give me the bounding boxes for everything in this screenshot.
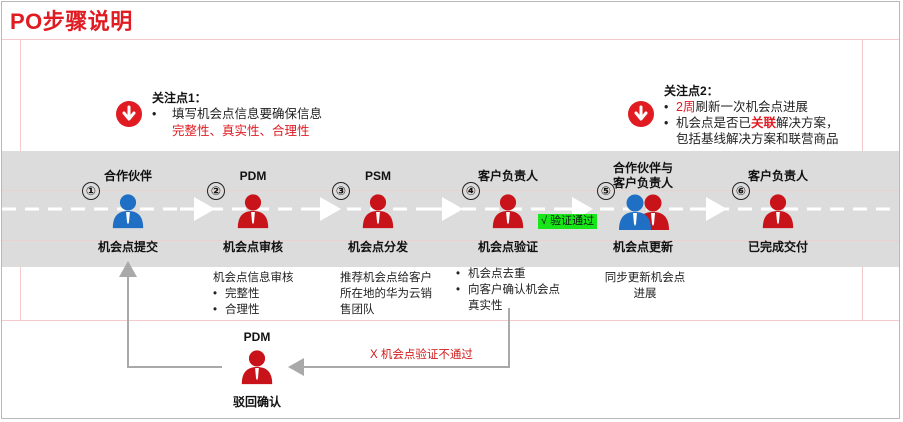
step-caption: 机会点审核 xyxy=(222,240,283,254)
person-icon xyxy=(359,192,397,235)
step-3-note: 推荐机会点给客户 所在地的华为云销 售团队 xyxy=(340,270,460,318)
focus-1-heading: 关注点1： xyxy=(152,91,207,105)
step-person-svg xyxy=(762,194,794,229)
reject-person-svg xyxy=(241,350,273,385)
step-role-line: PSM xyxy=(364,169,391,183)
alert-icon xyxy=(116,101,142,127)
focus-2-heading: 关注点2： xyxy=(664,84,719,98)
focus-2-item-1: 刷新一次机会点进展 xyxy=(695,100,808,114)
step-caption: 机会点验证 xyxy=(477,240,538,254)
person-icon xyxy=(489,192,527,235)
step-person-svg xyxy=(492,194,524,229)
step-2-note: 机会点信息审核 完整性 合理性 xyxy=(213,270,333,318)
person-icon xyxy=(234,192,272,235)
step-person-svg xyxy=(112,194,144,229)
step-role-line: 合作伙伴 xyxy=(103,169,152,183)
reject-role-label: PDM xyxy=(243,330,271,344)
focus-2-period: 2周 xyxy=(676,100,696,114)
guide-line xyxy=(2,320,899,321)
guide-line xyxy=(2,240,899,241)
step-4-note-item: 机会点去重 xyxy=(456,266,581,282)
step-number-badge: ① xyxy=(82,182,100,200)
step-number-badge: ⑤ xyxy=(597,182,615,200)
step-caption: 机会点更新 xyxy=(612,240,673,254)
focus-point-2: 关注点2： 2周刷新一次机会点进展 机会点是否已关联解决方案， 包括基线解决方案和… xyxy=(664,82,889,147)
reject-caption: 驳回确认 xyxy=(232,395,281,409)
step-role-label: 客户负责人 xyxy=(723,169,833,184)
step-number-badge: ② xyxy=(207,182,225,200)
step-role-label: 合作伙伴 xyxy=(73,169,183,184)
step-4-note: 机会点去重 向客户确认机会点 真实性 xyxy=(456,266,581,314)
step-2-note-item: 合理性 xyxy=(213,302,333,318)
step-caption: 已完成交付 xyxy=(747,240,808,254)
focus-2-item-2-pre: 机会点是否已 xyxy=(676,116,752,130)
step-role-line: 客户负责人 xyxy=(747,169,808,183)
step-number-badge: ④ xyxy=(462,182,480,200)
step-caption: 机会点分发 xyxy=(347,240,408,254)
step-person-svg xyxy=(237,194,269,229)
focus-2-link-word: 关联 xyxy=(751,116,777,130)
reject-arrow xyxy=(288,308,510,376)
focus-point-1: 关注点1： •填写机会点信息要确保信息 完整性、真实性、合理性 xyxy=(152,89,382,140)
step-role-label: PSM xyxy=(323,169,433,184)
step-role-line: 客户负责人 xyxy=(477,169,538,183)
step-2-note-item: 完整性 xyxy=(213,286,333,302)
step-role-line: 客户负责人 xyxy=(612,176,673,190)
focus-1-line-2: 完整性、真实性、合理性 xyxy=(172,124,310,138)
guide-line xyxy=(2,39,899,40)
step-role-line: PDM xyxy=(239,169,267,183)
step-3-note-line: 所在地的华为云销 xyxy=(340,288,432,300)
step-5-note-line: 进展 xyxy=(633,288,657,300)
step-caption: 机会点提交 xyxy=(97,240,158,254)
step-role-label: 合作伙伴与客户负责人 xyxy=(588,161,698,191)
person-icon xyxy=(759,192,797,235)
step-3-note-line: 售团队 xyxy=(340,304,375,316)
step-number-badge: ⑥ xyxy=(732,182,750,200)
page-title: PO步骤说明 xyxy=(10,9,133,34)
guide-line xyxy=(2,190,899,191)
focus-2-item-2-line-2: 包括基线解决方案和联营商品 xyxy=(676,132,839,146)
focus-2-item-2-post: 解决方案， xyxy=(776,116,839,130)
step-role-line: 合作伙伴与 xyxy=(612,161,673,175)
alert-icon xyxy=(628,101,654,127)
step-2-note-title: 机会点信息审核 xyxy=(213,272,294,284)
verify-pass-label: √ 验证通过 xyxy=(538,214,598,229)
person-icon xyxy=(109,192,147,235)
step-4-note-continuation: 真实性 xyxy=(468,300,503,312)
step-person-svg xyxy=(619,194,669,230)
return-arrow xyxy=(119,261,222,368)
step-role-label: 客户负责人 xyxy=(453,169,563,184)
step-5-note-line: 同步更新机会点 xyxy=(604,272,686,284)
step-number-badge: ③ xyxy=(332,182,350,200)
step-person-svg xyxy=(362,194,394,229)
step-4-note-item: 向客户确认机会点 xyxy=(456,282,581,298)
step-role-label: PDM xyxy=(198,169,308,184)
step-3-note-line: 推荐机会点给客户 xyxy=(340,272,432,284)
step-5-note: 同步更新机会点 进展 xyxy=(590,270,700,302)
person-icon xyxy=(615,192,675,237)
person-icon xyxy=(238,348,276,391)
reject-label: X 机会点验证不通过 xyxy=(368,346,475,362)
focus-1-line-1: 填写机会点信息要确保信息 xyxy=(172,107,323,121)
